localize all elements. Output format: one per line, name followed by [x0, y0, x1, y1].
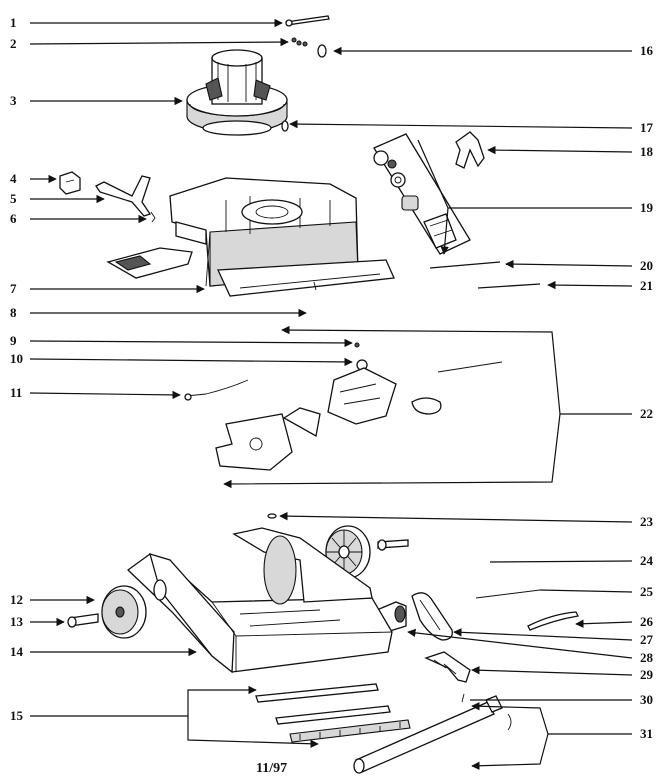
part-13-axle [67, 613, 99, 628]
part-4-block [59, 171, 81, 195]
part-30-pin [461, 693, 465, 703]
label-31: 31 [640, 726, 653, 741]
part-25-rod [475, 589, 541, 599]
part-12-front-wheel [101, 585, 147, 639]
part-29-latch [424, 651, 471, 683]
label-22: 22 [640, 406, 653, 421]
part-16-washer [317, 44, 327, 58]
label-28: 28 [640, 650, 654, 665]
label-27: 27 [640, 632, 654, 647]
label-7: 7 [10, 281, 17, 296]
part-21-rod [477, 283, 541, 289]
label-5: 5 [10, 191, 17, 206]
part-6-clip [150, 211, 156, 223]
part-22-bumper-group [215, 361, 503, 471]
label-21: 21 [640, 278, 653, 293]
label-11: 11 [10, 385, 22, 400]
label-14: 14 [10, 644, 24, 659]
label-25: 25 [640, 584, 654, 599]
part-9-screw [354, 342, 360, 348]
label-2: 2 [10, 36, 17, 51]
label-26: 26 [640, 614, 654, 629]
part-18-clip [455, 131, 485, 169]
label-17: 17 [640, 120, 654, 135]
date-code: 11/97 [256, 761, 287, 776]
label-12: 12 [10, 592, 23, 607]
label-4: 4 [10, 171, 17, 186]
part-23-screw [267, 513, 277, 519]
leader-lines [29, 18, 633, 770]
label-15: 15 [10, 708, 24, 723]
label-9: 9 [10, 333, 17, 348]
part-19-agitator-group [373, 133, 471, 255]
label-19: 19 [640, 200, 654, 215]
label-8: 8 [10, 305, 17, 320]
part-15-bristles [255, 683, 411, 743]
label-1: 1 [10, 15, 17, 30]
part-3-motor [186, 49, 288, 136]
label-24: 24 [640, 553, 654, 568]
part-8-pin [313, 281, 317, 291]
label-20: 20 [640, 258, 653, 273]
part-26-strap [527, 611, 579, 631]
part-7-housing [169, 177, 395, 297]
part-20-rod [429, 261, 501, 269]
part-17-bushing [281, 120, 289, 132]
label-13: 13 [10, 614, 24, 629]
label-3: 3 [10, 93, 17, 108]
label-23: 23 [640, 514, 654, 529]
part-1-pin [285, 15, 330, 27]
part-7-tray [106, 247, 193, 279]
label-6: 6 [10, 211, 17, 226]
part-2-screws [291, 37, 308, 47]
part-labels: 1 2 3 4 5 6 7 8 9 10 11 12 13 14 15 16 1… [10, 15, 654, 741]
part-5-lever [95, 175, 152, 217]
label-10: 10 [10, 351, 23, 366]
label-29: 29 [640, 667, 654, 682]
part-11-cord [184, 379, 249, 401]
label-30: 30 [640, 692, 653, 707]
label-18: 18 [640, 144, 654, 159]
part-14-base [126, 527, 393, 674]
label-16: 16 [640, 43, 654, 58]
